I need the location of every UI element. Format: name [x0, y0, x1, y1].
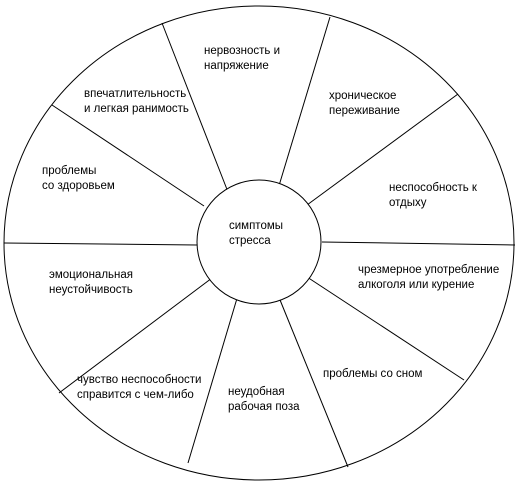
spoke-line	[58, 277, 213, 394]
center-circle	[196, 179, 322, 305]
segment-label-line: чувство неспособности	[77, 374, 202, 386]
segment-label: чувство неспособности справится с чем-ли…	[77, 373, 201, 403]
center-label-line: стресса	[229, 235, 271, 247]
segment-label: проблемы со сном	[323, 367, 422, 382]
spoke-line	[277, 294, 349, 468]
segment-label-line: нервозность и	[204, 45, 281, 57]
segment-label: неспособность к отдыху	[389, 181, 477, 211]
segment-label-line: проблемы	[42, 165, 97, 177]
segment-label: нервозность и напряжение	[204, 44, 280, 74]
segment-label: проблемы со здоровьем	[42, 164, 115, 194]
spoke-line	[321, 241, 516, 246]
segment-label-line: чрезмерное употребление	[358, 264, 500, 276]
segment-label-line: со здоровьем	[42, 180, 115, 192]
spoke-line	[306, 93, 459, 206]
center-label-line: симптомы	[229, 220, 284, 232]
segment-label-line: впечатлительность	[84, 88, 187, 100]
spoke-line	[3, 242, 198, 246]
spoke-line	[161, 22, 229, 193]
segment-label-line: напряжение	[204, 60, 269, 72]
segment-label: впечатлительность и легкая ранимость	[84, 87, 189, 117]
segment-label-line: алкоголя или курение	[358, 279, 475, 291]
spoke-line	[187, 294, 239, 464]
segment-label-line: неудобная	[228, 386, 285, 398]
segment-label: эмоциональная неустойчивость	[49, 268, 133, 298]
segment-label-line: и легкая ранимость	[84, 103, 189, 115]
spoke-line	[303, 274, 465, 381]
segment-label: неудобная рабочая поза	[228, 385, 300, 415]
spoke-line	[51, 104, 205, 207]
spoke-line	[277, 16, 331, 190]
center-label: симптомы стресса	[229, 219, 283, 249]
segment-label-line: переживание	[329, 105, 400, 117]
segment-label-line: неспособность к	[389, 182, 477, 194]
segment-label-line: справится с чем-либо	[77, 389, 194, 401]
segment-label-line: хроническое	[329, 90, 397, 102]
segment-label: хроническое переживание	[329, 89, 400, 119]
segment-label-line: эмоциональная	[49, 269, 133, 281]
segment-label-line: неустойчивость	[49, 284, 133, 296]
segment-label-line: рабочая поза	[228, 401, 300, 413]
segment-label-line: отдыху	[389, 197, 427, 209]
segment-label: чрезмерное употребление алкоголя или кур…	[358, 263, 499, 293]
segment-label-line: проблемы со сном	[323, 368, 423, 380]
